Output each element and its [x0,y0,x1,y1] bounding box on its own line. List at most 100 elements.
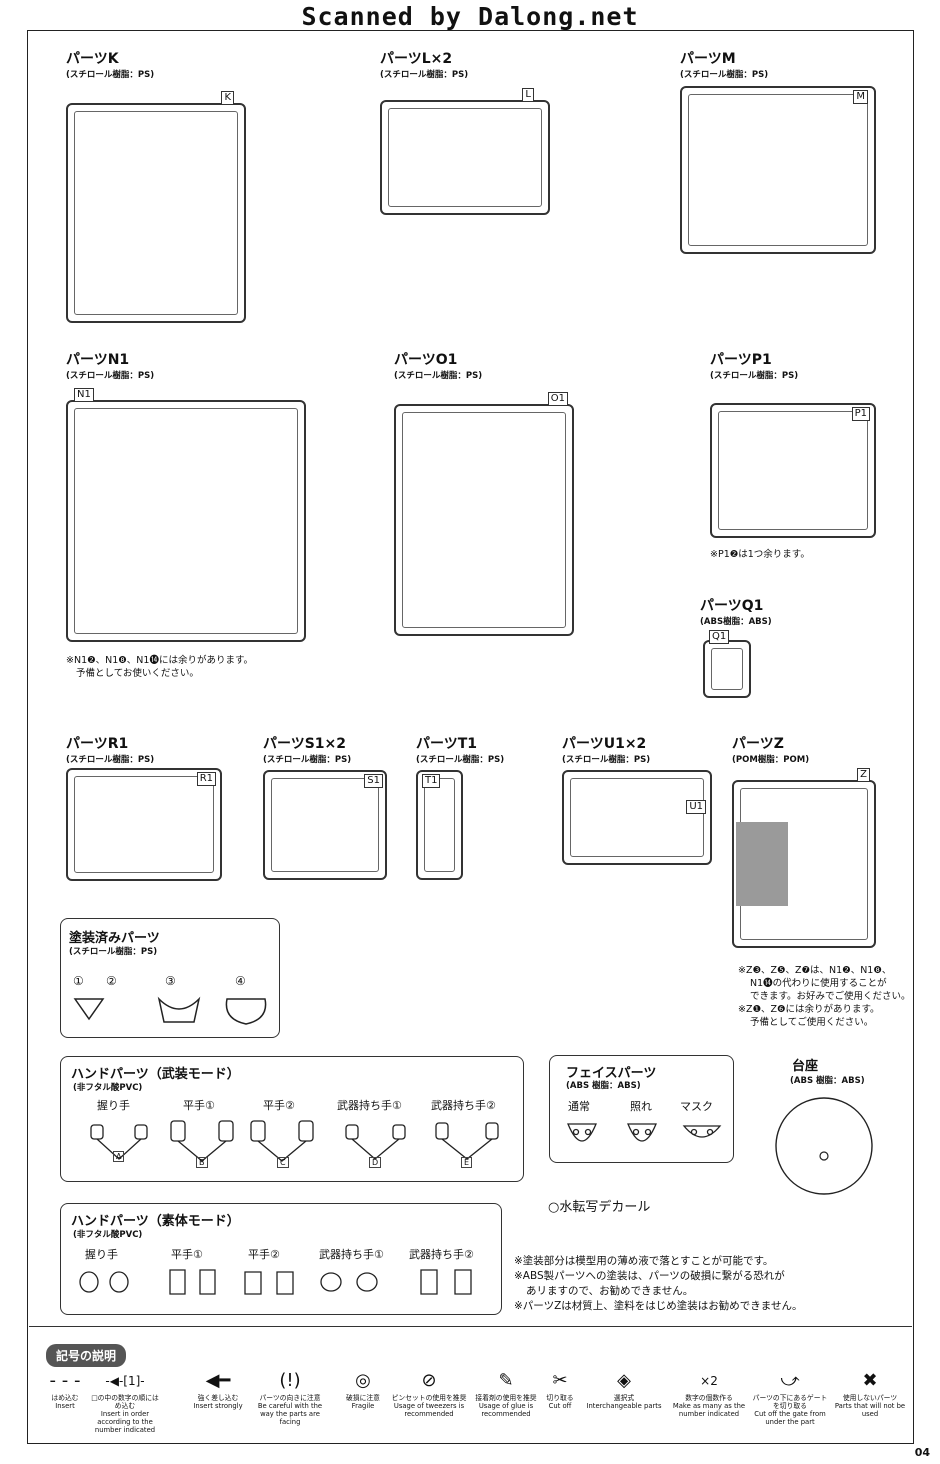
hand-armed-label: 武器持ち手② [431,1099,496,1112]
legend-jp: 選択式 [613,1394,635,1402]
exclamation-icon: (!) [279,1370,301,1391]
painted-label-1: ① [73,974,84,988]
hand-body-material: (非フタル酸PVC) [73,1230,143,1240]
part-title: パーツM [680,51,736,67]
base-heading: 台座 (ABS 樹脂：ABS) [790,1055,865,1086]
runner-l: L [380,88,550,215]
legend-jp: 強く差し込む [197,1394,239,1402]
hand-body-illustration [79,1269,472,1295]
legend-item-insert: - - - はめ込む Insert [28,1368,102,1410]
legend-en: Be careful with the way the parts are fa… [257,1402,323,1426]
legend-jp: パーツの下にあるゲートを切り取る [752,1394,828,1410]
part-material: (POM樹脂：POM) [732,755,810,765]
legend-item-direction: (!) パーツの向きに注意 Be careful with the way th… [252,1368,328,1426]
painted-label-2: ② [106,974,117,988]
legend-item-glue: ✎ 接着剤の使用を推奨 Usage of glue is recommended [468,1368,544,1418]
legend-jp: □の中の数字の順にはめ込む [91,1394,159,1410]
face-label: マスク [680,1100,713,1113]
runner-q1: Q1 [703,630,751,698]
runner-o1: O1 [394,392,574,636]
part-t1-heading: パーツT1 (スチロール樹脂：PS) [416,733,504,765]
part-title: パーツS1×2 [263,736,347,752]
note-line: ※N1❷、N1❽、N1⓮には余りがあります。 [66,655,253,666]
note-line: できます。お好みでご使用ください。 [750,991,911,1002]
part-title: パーツP1 [710,352,772,368]
runner-tag: L [522,88,534,102]
runner-tag: Q1 [709,630,730,644]
runner-tag: U1 [686,800,706,814]
legend-en: Cut off the gate from under the part [754,1410,826,1426]
legend-item-fragile: ◎ 破損に注意 Fragile [328,1368,398,1410]
paint-notes: ※塗装部分は模型用の薄め液で落とすことが可能です。 ※ABS製パーツへの塗装は、… [514,1254,802,1314]
dashed-line-icon: - - - [49,1370,81,1391]
runner-m: M [680,86,876,254]
note-line: ※パーツZは材質上、塗料をはじめ塗装はお勧めできません。 [514,1300,803,1312]
legend-jp: 数字の個数作る [685,1394,733,1402]
part-l-heading: パーツL×2 (スチロール樹脂：PS) [380,48,468,80]
cut-icon: ✂ [552,1370,568,1391]
part-material: (ABS樹脂：ABS) [700,617,772,627]
part-title: パーツL×2 [380,51,453,67]
part-material: (スチロール樹脂：PS) [562,755,651,765]
part-material: (スチロール樹脂：PS) [680,70,769,80]
legend-jp: 使用しないパーツ [842,1394,898,1402]
legend-item-insert-strongly: ◀━ 強く差し込む Insert strongly [180,1368,256,1410]
face-label: 通常 [568,1100,590,1113]
legend-item-tweezers: ⊘ ピンセットの使用を推奨 Usage of tweezers is recom… [388,1368,470,1418]
legend-en: Usage of glue is recommended [478,1402,534,1418]
runner-s1: S1 [263,770,387,880]
hand-armed-title: ハンドパーツ（武装モード） [71,1067,240,1082]
page-frame [27,30,914,1444]
painted-material: (スチロール樹脂：PS) [69,947,158,957]
face-label: 照れ [630,1100,652,1113]
part-u1-heading: パーツU1×2 (スチロール樹脂：PS) [562,733,650,765]
part-title: パーツZ [732,736,784,752]
painted-label-4: ④ [235,974,246,988]
tweezers-icon: ⊘ [421,1370,437,1391]
hand-armed-label: 握り手 [97,1099,130,1112]
hand-armed-material: (非フタル酸PVC) [73,1083,143,1093]
runner-tag: P1 [851,407,870,421]
hand-body-label: 平手① [171,1248,203,1261]
legend-item-interchangeable: ◈ 選択式 Interchangeable parts [584,1368,664,1410]
runner-n1: N1 [66,388,306,642]
hand-armed-letter: C [277,1157,289,1168]
legend-item-unused: ✖ 使用しないパーツ Parts that will not be used [834,1368,906,1418]
note-line: N1⓮の代わりに使用することが [750,978,887,989]
part-p1-heading: パーツP1 (スチロール樹脂：PS) [710,349,798,381]
legend-en: Parts that will not be used [834,1402,906,1418]
legend-en: Fragile [351,1402,375,1410]
runner-tag: M [853,90,868,104]
hand-armed-letter: B [196,1157,208,1168]
base-illustration [775,1097,873,1195]
part-s1-heading: パーツS1×2 (スチロール樹脂：PS) [263,733,351,765]
legend-jp: 切り取る [546,1394,574,1402]
runner-tag: R1 [196,772,216,786]
interchangeable-icon: ◈ [617,1370,631,1391]
painted-title: 塗装済みパーツ [69,931,160,946]
face-title: フェイスパーツ [566,1066,657,1081]
part-material: (スチロール樹脂：PS) [710,371,799,381]
hand-armed-label: 武器持ち手① [337,1099,402,1112]
runner-t1: T1 [416,770,463,880]
hand-body-title: ハンドパーツ（素体モード） [71,1214,240,1229]
note-line: ※Z❶、Z❻には余りがあります。 [738,1004,880,1015]
part-title: パーツQ1 [700,598,764,614]
legend-item-cut-off: ✂ 切り取る Cut off [532,1368,588,1410]
legend-en: Insert in order according to the number … [94,1410,156,1434]
runner-tag: S1 [364,774,383,788]
part-r1-heading: パーツR1 (スチロール樹脂：PS) [66,733,154,765]
bold-arrow-icon: ◀━ [205,1370,231,1391]
painted-parts-illustration [73,996,267,1025]
base-title: 台座 [792,1059,819,1074]
runner-z: Z [732,768,876,948]
part-m-heading: パーツM (スチロール樹脂：PS) [680,48,768,80]
hand-parts-body-box: ハンドパーツ（素体モード） (非フタル酸PVC) 握り手 平手① 平手② 武器持… [60,1203,502,1315]
hand-body-label: 武器持ち手① [319,1248,384,1261]
part-material: (スチロール樹脂：PS) [66,755,155,765]
gate-cut-icon: ⤻ [780,1370,800,1391]
legend-jp: パーツの向きに注意 [259,1394,321,1402]
n1-note: ※N1❷、N1❽、N1⓮には余りがあります。 予備としてお使いください。 [66,654,253,680]
part-material: (スチロール樹脂：PS) [263,755,352,765]
hand-armed-letter: A [113,1151,125,1162]
